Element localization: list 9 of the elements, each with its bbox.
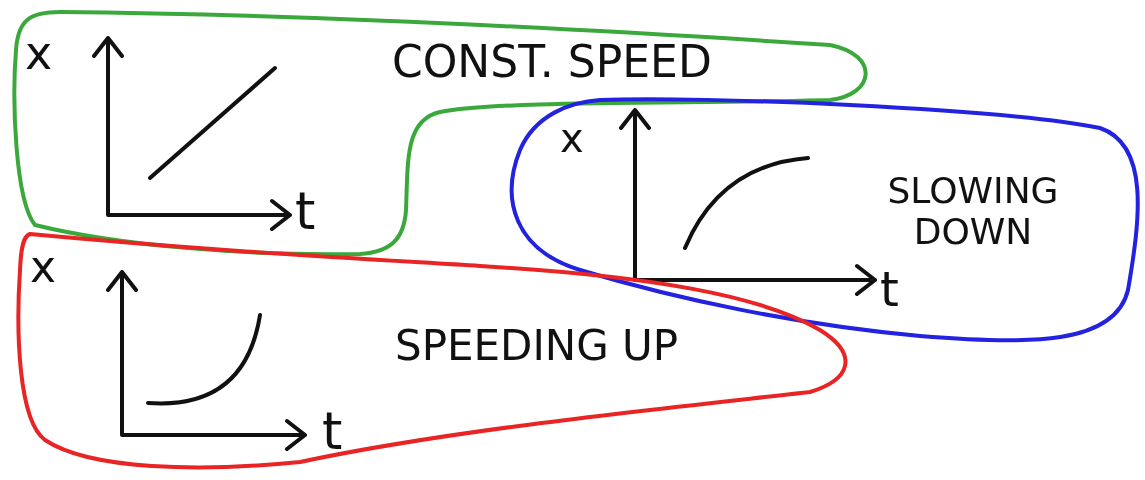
axis-label: t <box>322 405 343 457</box>
axis-label: x <box>25 30 53 76</box>
region-label: SLOWING DOWN <box>886 170 1060 253</box>
region-label: SPEEDING UP <box>395 325 679 367</box>
axis-label: t <box>295 185 316 237</box>
axis-label: x <box>560 118 584 158</box>
axis-label: x <box>30 245 57 289</box>
axis-label: t <box>880 265 899 313</box>
region-label: CONST. SPEED <box>392 40 712 84</box>
